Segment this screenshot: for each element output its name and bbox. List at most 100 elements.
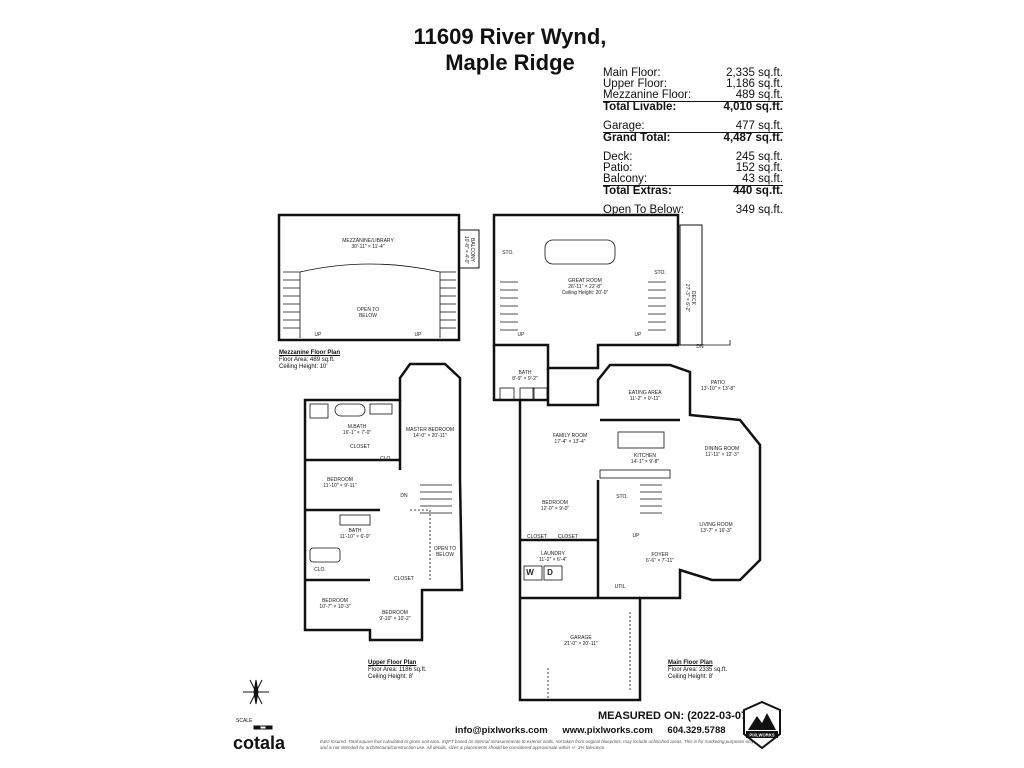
area-row: Open To Below:349 sq.ft. bbox=[603, 204, 783, 216]
area-label: Patio: bbox=[603, 162, 633, 174]
room-util: UTIL bbox=[614, 584, 626, 590]
stair-up-label-main-center: UP bbox=[632, 533, 640, 539]
area-label: Garage: bbox=[603, 120, 645, 132]
scale-label: SCALE bbox=[236, 718, 253, 724]
washer-label: W bbox=[526, 568, 534, 577]
area-row: Grand Total: 4,487 sq.ft. bbox=[603, 132, 783, 144]
area-row: Main Floor: 2,335 sq.ft. bbox=[603, 67, 783, 79]
area-row: Garage: 477 sq.ft. bbox=[603, 120, 783, 132]
mezz-stair-right bbox=[440, 271, 456, 329]
area-value: 440 sq.ft. bbox=[733, 185, 783, 197]
pixlworks-badge-text: PIXLWORKS bbox=[749, 733, 774, 738]
address-line-1: 11609 River Wynd, bbox=[413, 24, 607, 49]
scale-bar bbox=[253, 725, 273, 730]
room-closet-upper-2: CLOSET bbox=[393, 576, 415, 582]
area-value: 245 sq.ft. bbox=[735, 151, 783, 163]
north-arrow-icon bbox=[243, 679, 269, 705]
area-label: Deck: bbox=[603, 151, 633, 163]
area-label: Mezzanine Floor: bbox=[603, 89, 692, 101]
area-label: Upper Floor: bbox=[603, 78, 667, 90]
area-label: Total Extras: bbox=[603, 185, 672, 197]
area-summary-table: Main Floor: 2,335 sq.ft. Upper Floor: 1,186… bbox=[603, 67, 783, 216]
email-link[interactable]: info@pixlworks.com bbox=[455, 725, 548, 736]
mezzanine-floor-plan bbox=[277, 213, 461, 342]
area-label: Main Floor: bbox=[603, 67, 661, 79]
pixlworks-badge-icon: PIXLWORKS bbox=[743, 700, 781, 750]
room-clo-2: CLO. bbox=[314, 567, 326, 573]
room-sto-2: STO. bbox=[654, 270, 666, 276]
area-label: Balcony: bbox=[603, 173, 648, 185]
area-value: 4,010 sq.ft. bbox=[723, 101, 783, 113]
area-row: Mezzanine Floor: 489 sq.ft. bbox=[603, 89, 783, 101]
room-sto-3: STO. bbox=[616, 494, 628, 500]
dryer-label: D bbox=[547, 568, 553, 577]
disclaimer-text: E&O Insured. Total square foot calculate… bbox=[320, 739, 754, 750]
area-value: 489 sq.ft. bbox=[735, 89, 783, 101]
stair-up-label-mezz-left: UP bbox=[314, 332, 322, 338]
stair-dn-label-upper: DN bbox=[400, 493, 408, 499]
area-row: Patio: 152 sq.ft. bbox=[603, 162, 783, 174]
room-clo-1: CLO. bbox=[380, 456, 392, 462]
main-center-stair bbox=[640, 484, 662, 514]
upper-floor-details bbox=[309, 403, 452, 580]
area-row: Deck: 245 sq.ft. bbox=[603, 151, 783, 163]
area-label: Grand Total: bbox=[603, 132, 671, 144]
main-stair-left bbox=[500, 281, 518, 331]
main-floor-plan bbox=[492, 213, 762, 702]
stair-up-label-main-left: UP bbox=[517, 332, 525, 338]
room-closet-a: CLOSET bbox=[526, 534, 548, 540]
contact-info: info@pixlworks.com www.pixlworks.com 604… bbox=[455, 725, 738, 736]
mezz-stair-left bbox=[283, 271, 300, 329]
room-sto-1: STO. bbox=[502, 250, 514, 256]
main-floor-details bbox=[499, 224, 731, 700]
upper-stair bbox=[420, 484, 452, 514]
area-value: 4,487 sq.ft. bbox=[723, 132, 783, 144]
room-closet-upper: CLOSET bbox=[349, 444, 371, 450]
area-value: 477 sq.ft. bbox=[735, 120, 783, 132]
stair-dn-label-deck: DN bbox=[696, 344, 704, 350]
address-line-2: Maple Ridge bbox=[445, 50, 575, 75]
area-value: 152 sq.ft. bbox=[735, 162, 783, 174]
area-row: Balcony:43 sq.ft. bbox=[603, 173, 783, 185]
cotala-logo: cotala bbox=[233, 733, 286, 753]
stair-up-label-mezz-right: UP bbox=[414, 332, 422, 338]
main-stair-right bbox=[648, 281, 666, 331]
area-value: 2,335 sq.ft. bbox=[726, 67, 783, 79]
area-label: Open To Below: bbox=[603, 204, 684, 216]
area-row: Total Extras: 440 sq.ft. bbox=[603, 185, 783, 197]
upper-floor-plan bbox=[303, 362, 464, 642]
room-closet-b: CLOSET bbox=[557, 534, 579, 540]
phone-number: 604.329.5788 bbox=[667, 725, 726, 736]
area-value: 1,186 sq.ft. bbox=[726, 78, 783, 90]
website-link[interactable]: www.pixlworks.com bbox=[562, 725, 653, 736]
mezzanine-details bbox=[283, 229, 480, 338]
stair-up-label-main-right: UP bbox=[634, 332, 642, 338]
area-row: Upper Floor: 1,186 sq.ft. bbox=[603, 78, 783, 90]
